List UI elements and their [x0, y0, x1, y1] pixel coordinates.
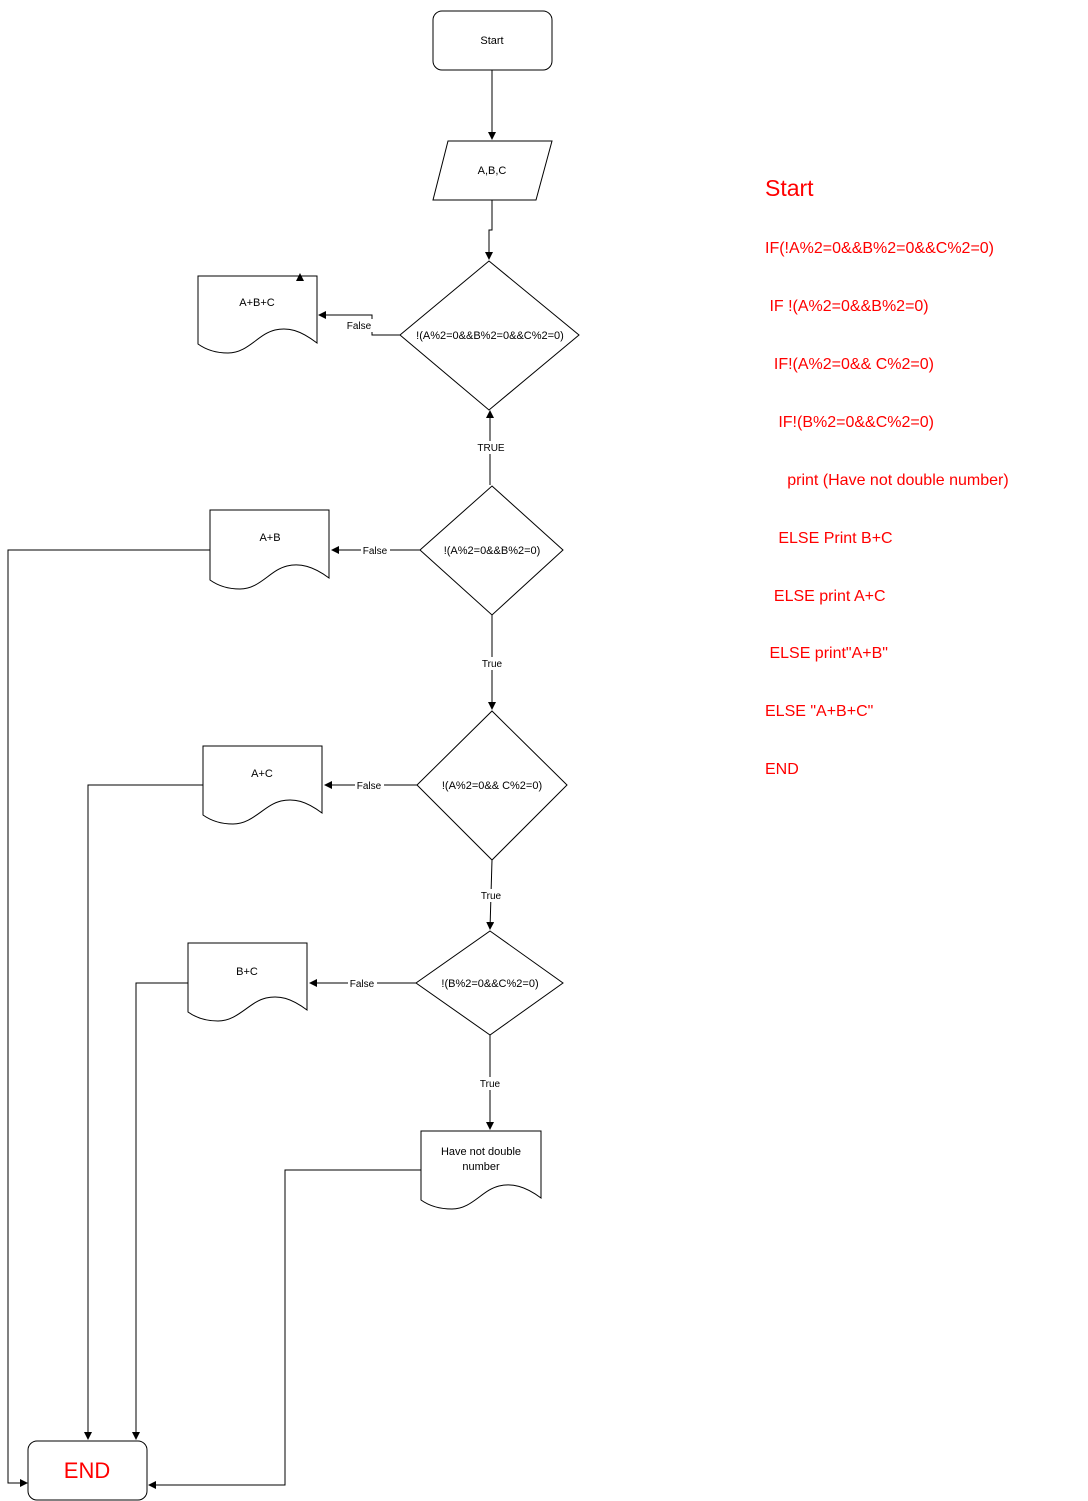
output-4-label: B+C	[236, 966, 258, 978]
edge-label-d4-false: False	[350, 979, 375, 990]
output-doc-1	[197, 275, 318, 354]
edge-label-bg	[479, 657, 505, 670]
pseudocode-line: IF(!A%2=0&&B%2=0&&C%2=0)	[765, 240, 995, 258]
edge-label-d3-true: True	[482, 659, 503, 670]
input-label: A,B,C	[478, 165, 507, 177]
edge-label-bg	[478, 889, 504, 902]
decision-4	[415, 930, 564, 1036]
edge-o5-end	[148, 1169, 421, 1489]
decision-1	[399, 260, 580, 411]
output-5-label-line2: number	[462, 1161, 500, 1173]
edge-label-o5-true: True	[480, 1079, 501, 1090]
pseudocode-line: END	[765, 761, 799, 779]
pseudocode-panel: Start IF(!A%2=0&&B%2=0&&C%2=0) IF !(A%2=…	[765, 136, 1009, 799]
start-terminal	[432, 10, 553, 71]
decision-3	[416, 710, 568, 861]
decision-2	[419, 485, 564, 616]
start-label: Start	[480, 35, 503, 47]
decision-4-label: !(B%2=0&&C%2=0)	[441, 978, 538, 990]
edge-o3-end	[84, 784, 203, 1440]
edge-label-bg	[348, 977, 377, 990]
output-3-label: A+C	[251, 768, 273, 780]
output-5-label-line1: Have not double	[441, 1146, 521, 1158]
pseudocode-line: ELSE "A+B+C"	[765, 703, 874, 721]
decision-1-label: !(A%2=0&&B%2=0&&C%2=0)	[416, 330, 564, 342]
output-2-label: A+B	[259, 532, 280, 544]
edge-label-bg	[477, 1077, 503, 1090]
pseudocode-line: ELSE print"A+B"	[765, 645, 888, 663]
pseudocode-line: IF!(B%2=0&&C%2=0)	[765, 413, 934, 431]
output-doc-4	[187, 942, 308, 1022]
resize-marker-icon	[296, 273, 304, 281]
output-doc-3	[202, 745, 323, 825]
edge-label-bg	[344, 319, 374, 332]
edge-label-d4-true: True	[481, 891, 502, 902]
edge-label-bg	[474, 441, 507, 454]
pseudocode-line: IF !(A%2=0&&B%2=0)	[765, 298, 929, 316]
pseudocode-title: Start	[765, 174, 814, 201]
pseudocode-line: print (Have not double number)	[765, 471, 1009, 489]
edge-label-d2-false: False	[363, 546, 388, 557]
edge-label-d2-true: TRUE	[477, 443, 505, 454]
edge-o4-end	[132, 982, 188, 1440]
input-parallelogram	[432, 140, 553, 201]
edge-label-bg	[355, 779, 384, 792]
decision-3-label: !(A%2=0&& C%2=0)	[442, 780, 542, 792]
decision-2-label: !(A%2=0&&B%2=0)	[444, 545, 541, 557]
pseudocode-line: ELSE Print B+C	[765, 529, 893, 547]
edge-label-d1-false: False	[347, 321, 372, 332]
edge-input-d1	[485, 200, 493, 260]
end-terminal	[27, 1440, 148, 1501]
pseudocode-line: IF!(A%2=0&& C%2=0)	[765, 355, 934, 373]
edge-label-bg	[361, 544, 390, 557]
pseudocode-line: ELSE print A+C	[765, 587, 886, 605]
output-doc-5	[420, 1130, 542, 1210]
end-label: END	[64, 1458, 110, 1483]
output-doc-2	[209, 509, 330, 590]
edge-o2-end	[7, 549, 210, 1487]
edge-label-d3-false: False	[357, 781, 382, 792]
output-1-label: A+B+C	[239, 297, 275, 309]
